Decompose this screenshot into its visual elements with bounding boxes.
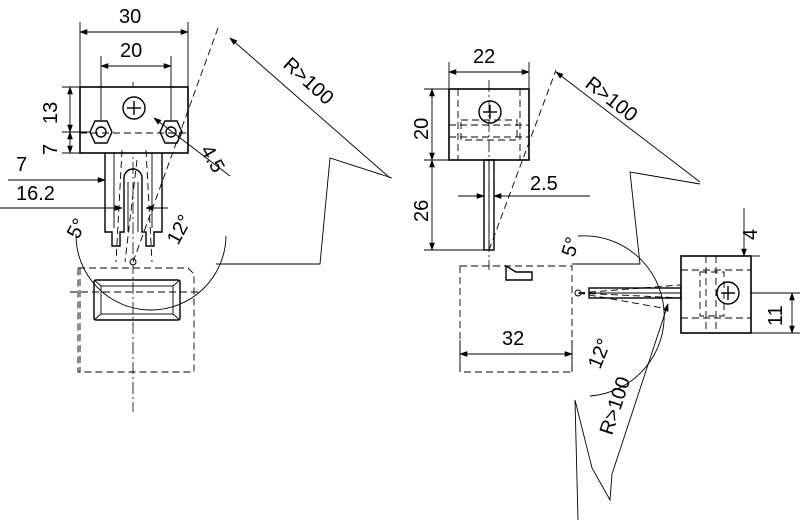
left-connector-view: 30 20 13 7 7 16.2 4.5 5° 12° R>100 bbox=[0, 6, 393, 412]
right-socket bbox=[459, 264, 573, 373]
left-radius-dashed bbox=[132, 27, 219, 263]
right-dim-11: 11 bbox=[765, 305, 787, 326]
left-radius-label: R>100 bbox=[279, 53, 338, 109]
right-dim-32: 32 bbox=[502, 328, 524, 350]
left-angle-12: 12° bbox=[163, 211, 197, 248]
right-upper-screw-icon bbox=[478, 100, 502, 124]
right-dim-26: 26 bbox=[411, 200, 433, 222]
left-dim-13: 13 bbox=[40, 102, 62, 124]
right-angle-12: 12° bbox=[584, 336, 616, 372]
right-radius-break-top bbox=[572, 171, 701, 265]
right-radius-dashed-top bbox=[488, 69, 557, 251]
right-radius-break-bottom bbox=[574, 399, 613, 520]
right-dim-20: 20 bbox=[411, 118, 433, 140]
left-dim-7-vertical: 7 bbox=[40, 144, 62, 155]
right-hex-pin-icon bbox=[159, 120, 183, 144]
right-radius-dashed-bottom bbox=[577, 292, 683, 299]
left-dim-20: 20 bbox=[120, 40, 142, 62]
right-side-screw-icon bbox=[716, 281, 740, 305]
right-radius-label-bottom: R>100 bbox=[596, 374, 635, 437]
right-dim-2-5: 2.5 bbox=[530, 173, 558, 195]
right-radius-label-top: R>100 bbox=[581, 73, 641, 127]
right-angle-5: 5° bbox=[558, 235, 585, 260]
left-hex-pin-icon bbox=[89, 120, 113, 144]
left-connector-body bbox=[79, 86, 189, 154]
left-radius-break bbox=[216, 157, 393, 265]
left-dim-16-2: 16.2 bbox=[16, 183, 55, 205]
left-angle-5: 5° bbox=[63, 215, 91, 242]
left-screw-icon bbox=[122, 96, 146, 120]
left-dim-7: 7 bbox=[16, 154, 27, 176]
left-dim-30: 30 bbox=[119, 6, 141, 28]
left-angle-arc bbox=[75, 233, 227, 311]
right-dim-22: 22 bbox=[473, 46, 495, 68]
right-dim-4: 4 bbox=[740, 229, 762, 240]
right-angle-arc bbox=[577, 235, 665, 397]
right-connector-view: 22 20 26 2.5 32 4 11 5° 12° R>100 R>100 bbox=[411, 46, 800, 520]
left-contact-blades bbox=[104, 149, 163, 263]
left-socket bbox=[70, 267, 200, 373]
